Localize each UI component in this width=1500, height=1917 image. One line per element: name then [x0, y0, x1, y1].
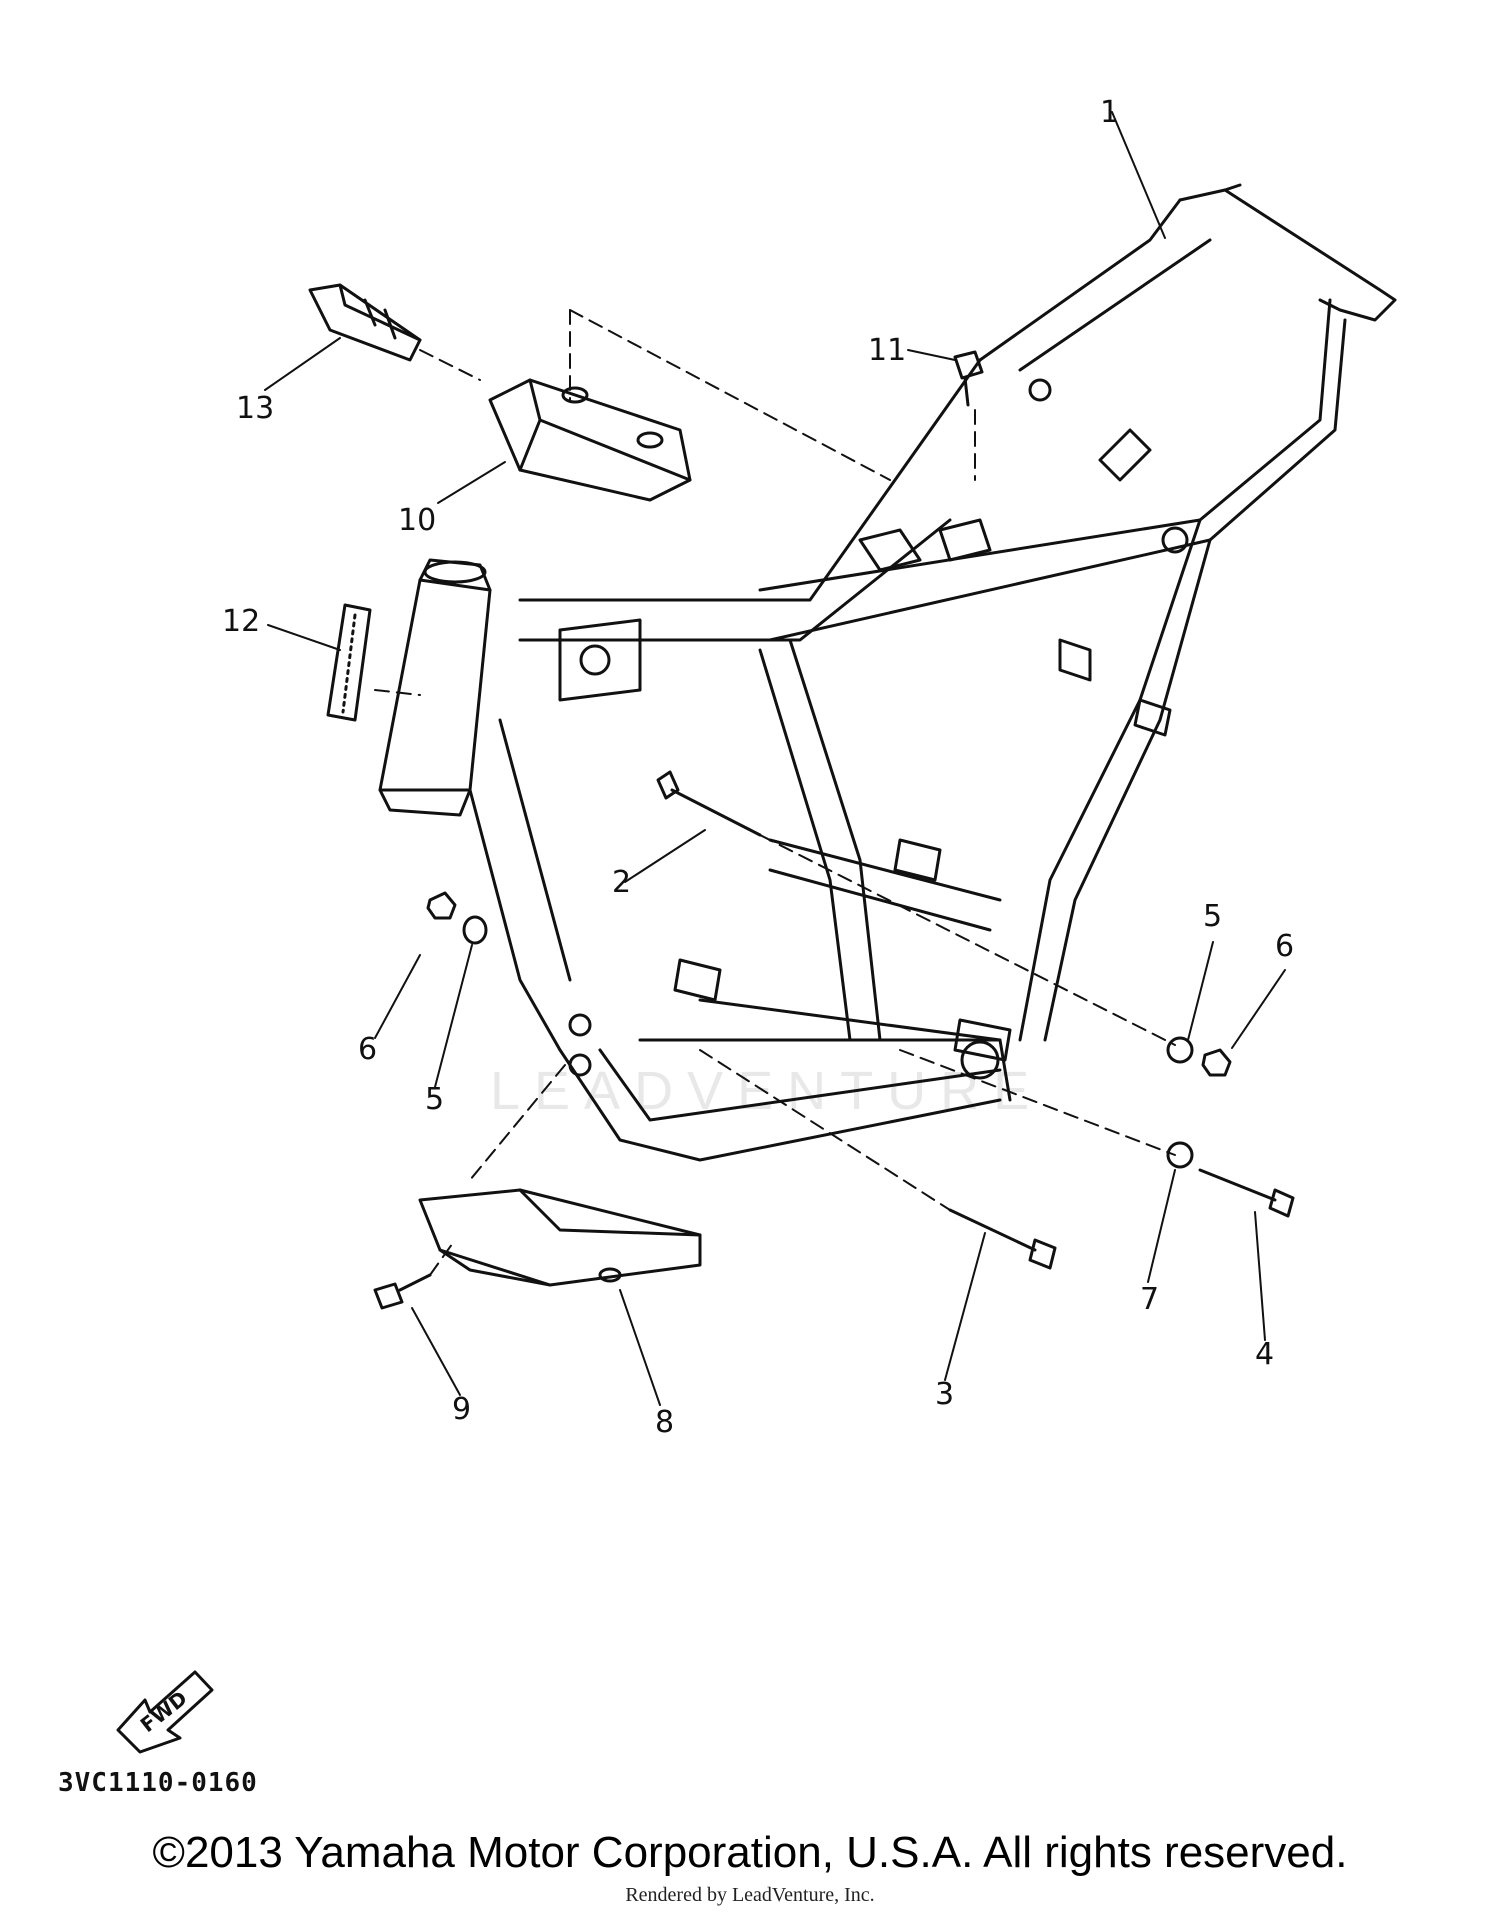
callout-6-right: 6: [1275, 929, 1295, 964]
part-9-bolt: [373, 1273, 432, 1310]
callout-8: 8: [655, 1405, 675, 1440]
callout-5-right: 5: [1203, 899, 1223, 934]
part-8-skid-plate: [418, 1188, 702, 1287]
part-13-protector: [308, 283, 422, 362]
callout-7: 7: [1140, 1282, 1160, 1317]
part-10-cover: [488, 378, 692, 502]
callout-4: 4: [1255, 1337, 1275, 1372]
copyright-notice: ©2013 Yamaha Motor Corporation, U.S.A. A…: [152, 1828, 1348, 1877]
part-4-bolt: [1198, 1168, 1295, 1218]
diagram-part-code: 3VC1110-0160: [58, 1768, 258, 1798]
part-5-6-nuts-right: [1166, 1036, 1232, 1077]
callout-6-left: 6: [358, 1032, 378, 1067]
fwd-label: FWD: [136, 1686, 192, 1737]
callout-5-left: 5: [425, 1082, 445, 1117]
part-11-bolt: [953, 350, 984, 407]
callout-2: 2: [612, 865, 632, 900]
callout-11: 11: [868, 333, 907, 368]
rendered-by-credit: Rendered by LeadVenture, Inc.: [625, 1884, 875, 1906]
callout-3: 3: [935, 1377, 955, 1412]
fwd-arrow-icon: [116, 1670, 214, 1754]
callout-1: 1: [1100, 95, 1120, 130]
leader-lines: [264, 111, 1286, 1406]
part-2-bolt: [656, 770, 762, 837]
callout-13: 13: [236, 391, 275, 426]
part-12-label: [326, 603, 372, 722]
part-5-6-nuts-left: [426, 891, 488, 945]
alignment-lines: [374, 309, 1176, 1276]
part-3-bolt: [948, 1208, 1057, 1270]
callout-12: 12: [222, 604, 261, 639]
callout-9: 9: [452, 1392, 472, 1427]
part-7-washer: [1166, 1141, 1194, 1169]
frame-part-1: [378, 183, 1397, 1162]
callout-10: 10: [398, 503, 437, 538]
